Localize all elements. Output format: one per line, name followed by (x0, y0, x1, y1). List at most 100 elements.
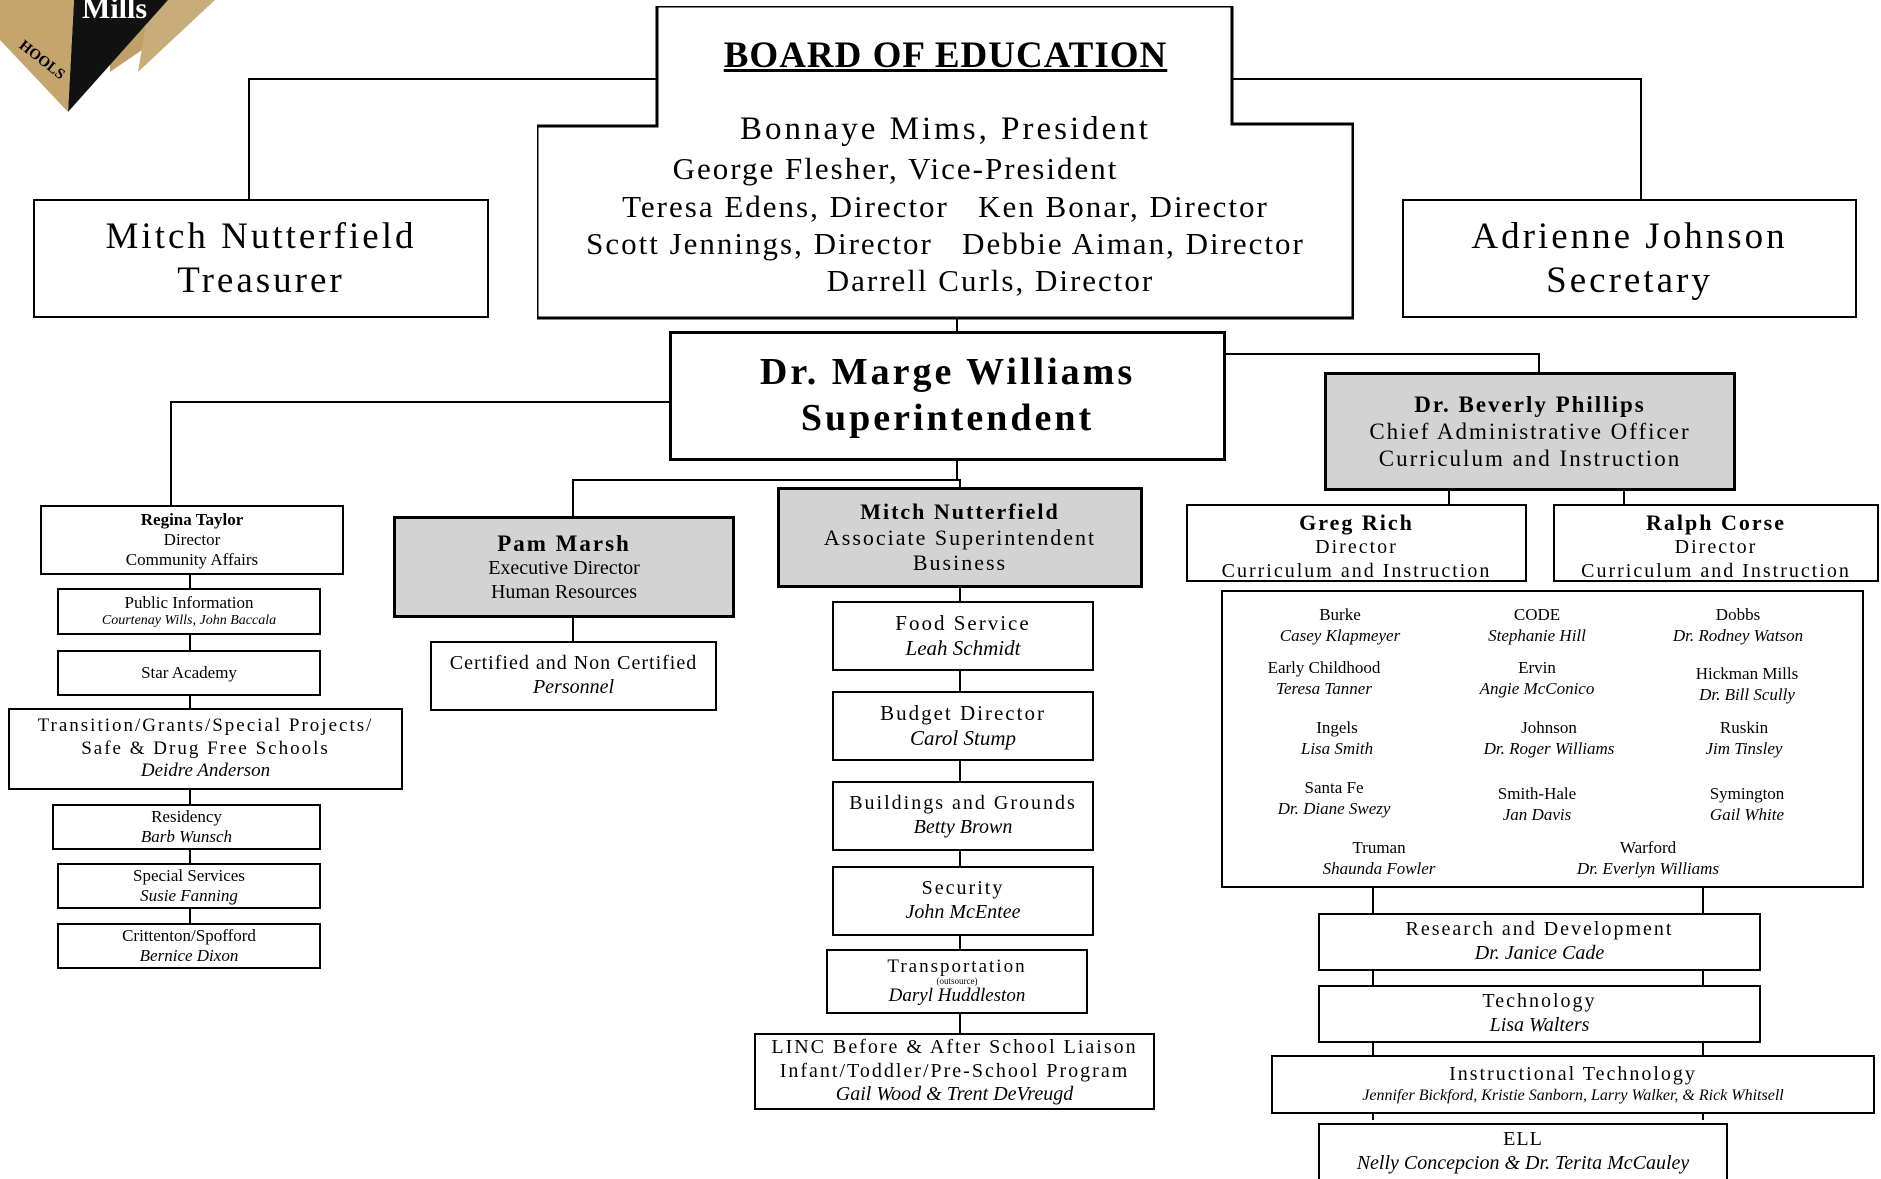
unit-title: ELL (1503, 1128, 1543, 1151)
treasurer-title: Treasurer (177, 259, 345, 301)
transportation-box: Transportation (outsource) Daryl Huddles… (826, 949, 1088, 1014)
unit-title: Security (921, 877, 1005, 900)
school-name: Ervin (1518, 658, 1556, 677)
unit-title: Transition/Grants/Special Projects/ (37, 715, 374, 737)
board-of-education-box: BOARD OF EDUCATION Bonnaye Mims, Preside… (537, 6, 1354, 318)
ci-director-title: Director (1315, 535, 1398, 558)
school-principal: Dr. Diane Swezy (1277, 799, 1391, 819)
unit-people: Barb Wunsch (140, 827, 233, 846)
cao-name: Dr. Beverly Phillips (1414, 391, 1646, 417)
business-head-box: Mitch Nutterfield Associate Superintende… (777, 487, 1143, 588)
connector-supt-hr-business (572, 479, 961, 517)
connector-supt-community (170, 401, 671, 505)
board-member-bonar: Ken Bonar, Director (978, 189, 1269, 224)
hr-head-dept: Human Resources (490, 580, 638, 603)
unit-title: Technology (1482, 990, 1597, 1013)
unit-title: Public Information (124, 593, 254, 613)
unit-title: Certified and Non Certified (449, 652, 698, 675)
school-principal: Shaunda Fowler (1322, 859, 1436, 879)
ci-director-title: Director (1674, 535, 1758, 558)
board-member-aiman: Debbie Aiman, Director (962, 226, 1305, 261)
cao-dept: Curriculum and Instruction (1378, 446, 1682, 472)
school-principal: Dr. Bill Scully (1699, 685, 1795, 705)
food-service-box: Food Service Leah Schmidt (832, 601, 1094, 671)
unit-people: Leah Schmidt (905, 636, 1021, 660)
ci-director-name: Greg Rich (1299, 510, 1414, 535)
special-services-box: Special Services Susie Fanning (57, 863, 321, 909)
cao-box: Dr. Beverly Phillips Chief Administrativ… (1324, 372, 1736, 491)
school-name: Dobbs (1715, 605, 1761, 624)
school-principal: Jan Davis (1502, 805, 1572, 825)
public-information-box: Public Information Courtenay Wills, John… (57, 588, 321, 635)
business-head-dept: Business (912, 550, 1008, 576)
school-principal: Dr. Roger Williams (1483, 739, 1615, 759)
unit-people: Courtenay Wills, John Baccala (101, 613, 277, 629)
transition-grants-box: Transition/Grants/Special Projects/ Safe… (8, 708, 403, 790)
community-head-title: Director (163, 529, 221, 549)
board-member-curls: Darrell Curls, Director (826, 263, 1155, 298)
unit-title: Research and Development (1405, 918, 1674, 941)
instructional-technology-box: Instructional Technology Jennifer Bickfo… (1271, 1055, 1875, 1114)
unit-people: Betty Brown (913, 816, 1013, 838)
community-affairs-head-box: Regina Taylor Director Community Affairs (40, 505, 344, 575)
treasurer-name: Mitch Nutterfield (105, 215, 417, 257)
unit-people: Susie Fanning (140, 886, 238, 905)
superintendent-box: Dr. Marge Williams Superintendent (669, 331, 1226, 461)
school-item: Santa Fe Dr. Diane Swezy (1224, 777, 1444, 820)
ci-director-name: Ralph Corse (1646, 510, 1786, 535)
buildings-grounds-box: Buildings and Grounds Betty Brown (832, 781, 1094, 851)
connector-board-secretary (1233, 78, 1642, 200)
secretary-title: Secretary (1546, 259, 1713, 301)
community-head-name: Regina Taylor (140, 509, 244, 529)
school-name: Santa Fe (1304, 778, 1364, 797)
unit-title: Buildings and Grounds (849, 792, 1077, 815)
unit-people: Deidre Anderson (140, 760, 271, 782)
crittenton-spofford-box: Crittenton/Spofford Bernice Dixon (57, 923, 321, 969)
school-principal: Lisa Smith (1300, 739, 1374, 759)
community-head-dept: Community Affairs (125, 550, 259, 570)
school-principal: Angie McConico (1479, 679, 1595, 699)
school-principal: Dr. Everlyn Williams (1576, 859, 1720, 879)
unit-people: Nelly Concepcion & Dr. Terita McCauley (1356, 1152, 1690, 1174)
board-member-edens: Teresa Edens, Director (622, 189, 949, 224)
unit-title: Special Services (133, 865, 245, 885)
district-logo: Mills HOOLS (0, 0, 215, 112)
security-box: Security John McEntee (832, 866, 1094, 936)
secretary-name: Adrienne Johnson (1471, 215, 1788, 257)
unit-people: Dr. Janice Cade (1474, 942, 1605, 964)
unit-title: Crittenton/Spofford (122, 925, 256, 945)
unit-note: (outsource) (936, 975, 978, 986)
research-development-box: Research and Development Dr. Janice Cade (1318, 913, 1761, 971)
unit-people: Jennifer Bickford, Kristie Sanborn, Larr… (1362, 1086, 1784, 1104)
unit-title: Residency (151, 806, 222, 826)
school-name: Ruskin (1719, 718, 1769, 737)
unit-people: Gail Wood & Trent DeVreugd (835, 1083, 1074, 1106)
unit-people: Carol Stump (910, 726, 1016, 750)
unit-title: Star Academy (141, 662, 237, 682)
school-name: Johnson (1521, 718, 1577, 737)
unit-title: Instructional Technology (1449, 1063, 1697, 1086)
unit-title-2: Safe & Drug Free Schools (81, 737, 330, 759)
school-name: Symington (1709, 784, 1785, 803)
cao-title: Chief Administrative Officer (1369, 418, 1691, 444)
residency-box: Residency Barb Wunsch (52, 804, 321, 850)
ci-director-greg-rich-box: Greg Rich Director Curriculum and Instru… (1186, 504, 1527, 582)
board-member-jennings: Scott Jennings, Director (586, 226, 933, 261)
treasurer-box: Mitch Nutterfield Treasurer (33, 199, 489, 318)
school-name: Warford (1619, 838, 1677, 857)
unit-people: Personnel (532, 676, 615, 698)
school-principal: Gail White (1709, 805, 1785, 825)
ell-box: ELL Nelly Concepcion & Dr. Terita McCaul… (1318, 1123, 1728, 1179)
school-principal: Casey Klapmeyer (1279, 626, 1401, 646)
board-member-vice-president: George Flesher, Vice-President (672, 151, 1119, 186)
